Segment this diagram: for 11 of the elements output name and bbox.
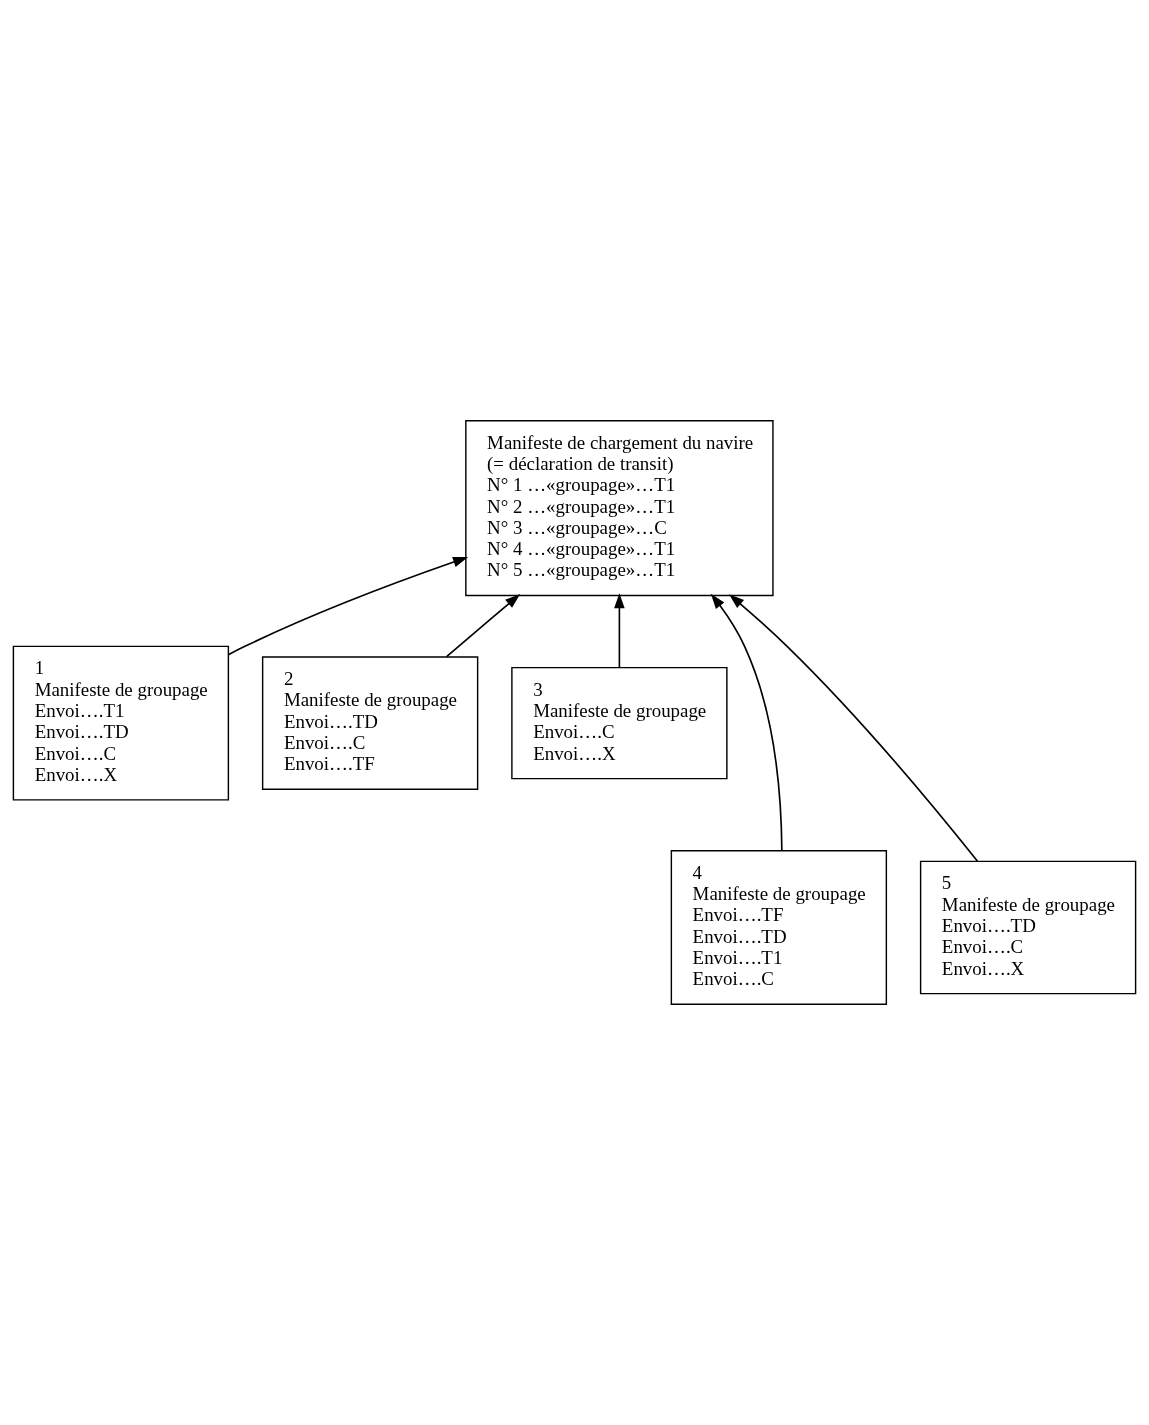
node-box: Manifeste de chargement du navire (= déclaration de transit) N° 1 …«groupage»…T1 N° 2 …«groupage»…T1 N° 3 …«groupage»…C N° 4 …«groupage»…T1 N° 5 …«groupage»…T1 bbox=[465, 420, 774, 597]
node-box: 5 Manifeste de groupage Envoi….TD Envoi….C Envoi….X bbox=[919, 860, 1137, 995]
arrow bbox=[729, 594, 979, 863]
node-box: 3 Manifeste de groupage Envoi….C Envoi….X bbox=[511, 666, 728, 780]
arrow bbox=[445, 593, 521, 658]
arrow bbox=[614, 593, 625, 669]
node-box: 4 Manifeste de groupage Envoi….TF Envoi….TD Envoi….T1 Envoi….C bbox=[670, 850, 888, 1005]
node-box: 2 Manifeste de groupage Envoi….TD Envoi….C Envoi….TF bbox=[261, 656, 479, 790]
arrow bbox=[710, 593, 783, 852]
arrow bbox=[227, 557, 469, 656]
node-box: 1 Manifeste de groupage Envoi….T1 Envoi….TD Envoi….C Envoi….X bbox=[12, 645, 230, 801]
